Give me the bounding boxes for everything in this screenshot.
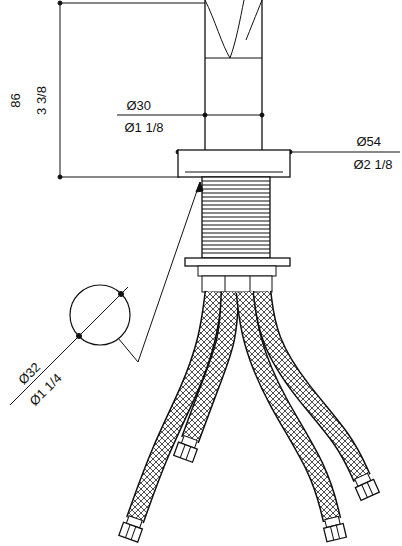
thread-line [202,216,270,217]
hose-outline [262,292,362,478]
thread-line [202,228,270,229]
thread-line [202,188,270,189]
dimension-label: Ø1 1/8 [124,121,165,134]
braided-hose [262,292,362,478]
braided-hose [190,292,230,440]
thread-line [202,220,270,221]
dimension-label: Ø32 [15,359,43,387]
thread-line [202,232,270,233]
thread-line [202,252,270,253]
dimension-label: Ø30 [126,99,153,112]
thread-line [202,212,270,213]
thread-line [202,200,270,201]
hose-fitting [322,516,347,542]
thread-line [202,204,270,205]
hose-fitting [174,435,200,463]
thread-line [202,236,270,237]
dimension-label: 86 [9,92,22,108]
hose-fitting [352,472,379,500]
thread-line [202,180,270,181]
thread-line [202,196,270,197]
thread-line [202,240,270,241]
dimension-label: Ø54 [356,135,383,148]
thread-line [202,184,270,185]
thread-line [202,248,270,249]
hose-fitting [119,515,145,542]
dimension-label: 3 3/8 [34,85,47,116]
thread-line [202,224,270,225]
thread-line [202,244,270,245]
thread-line [202,208,270,209]
hose-outline [190,292,230,440]
dimension-label: Ø2 1/8 [353,158,394,171]
thread-line [202,192,270,193]
